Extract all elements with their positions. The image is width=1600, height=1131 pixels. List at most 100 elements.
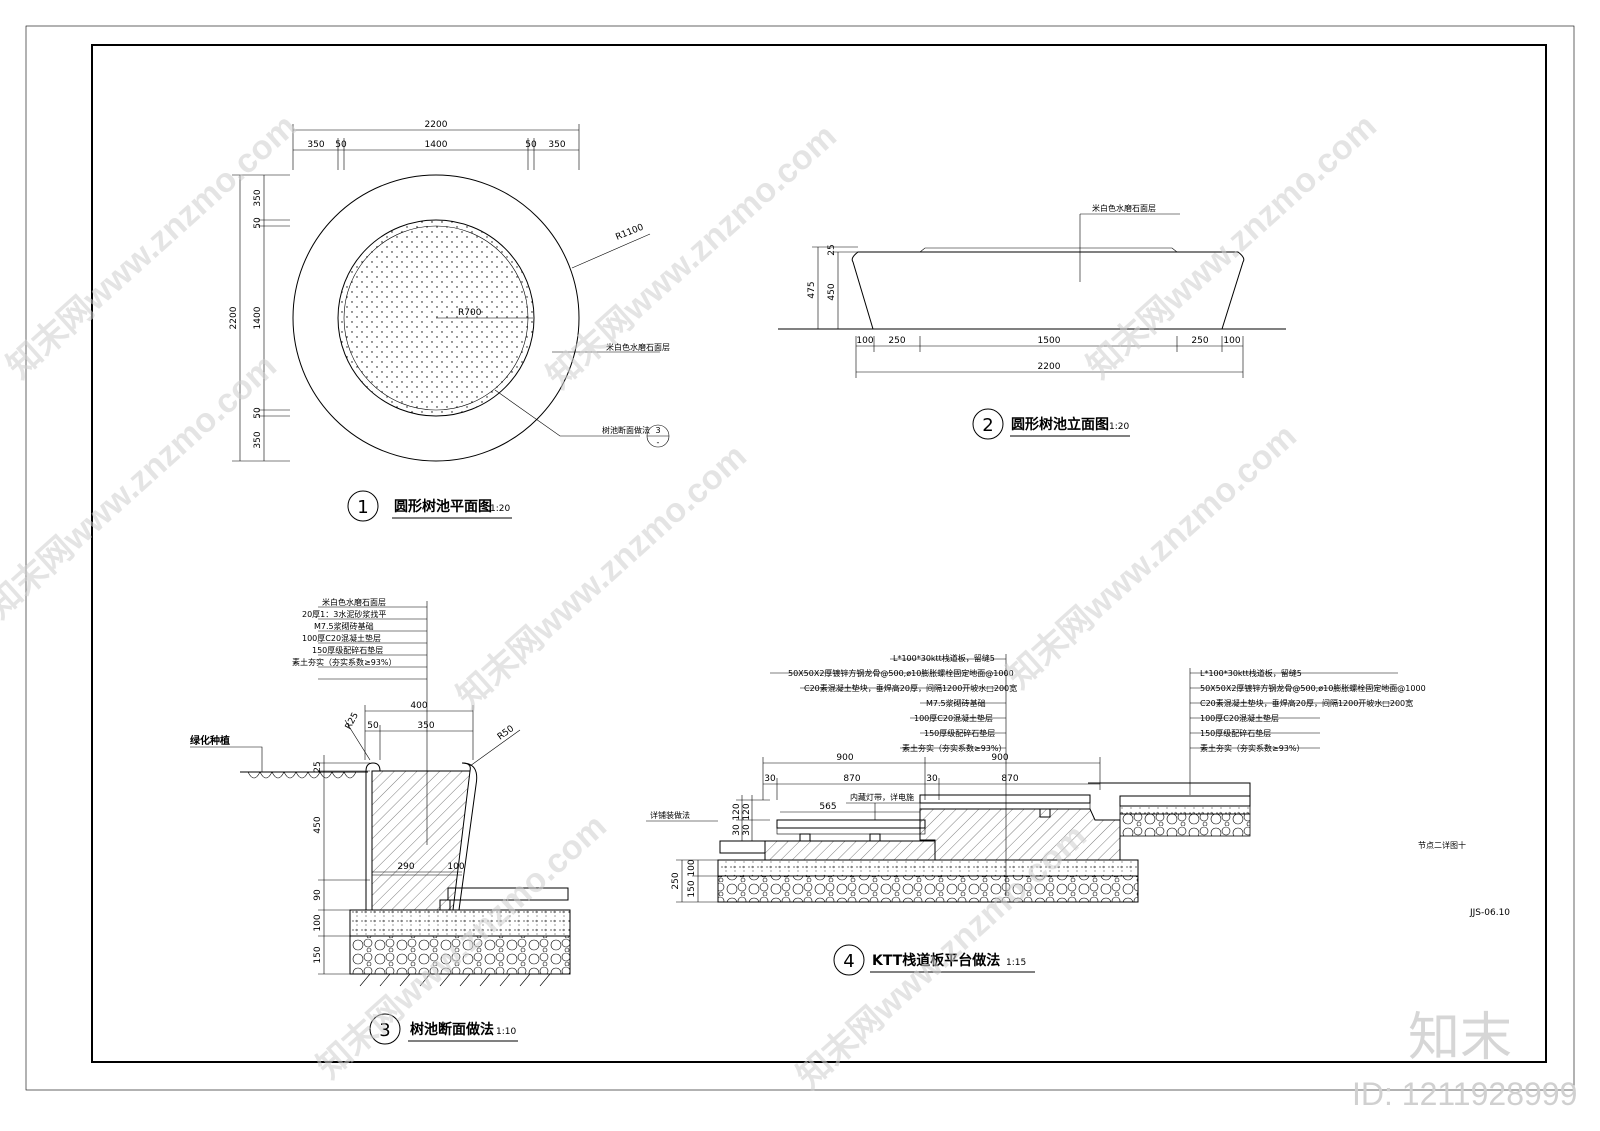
- ktt-gravel-layer: [717, 875, 1139, 903]
- plan-dim-left-5: 350: [253, 431, 263, 448]
- section-dim-350: 350: [417, 721, 434, 731]
- plan-dim-left-2: 50: [253, 217, 263, 229]
- section-title: 树池断面做法: [410, 1021, 494, 1038]
- ktt-dim-l3: 120: [742, 803, 752, 820]
- section-dim-90: 90: [313, 889, 323, 901]
- elevation-title: 圆形树池立面图: [1011, 416, 1109, 433]
- section-dim-450: 450: [313, 816, 323, 833]
- plan-dim-left-3: 1400: [253, 306, 263, 329]
- ktt-scale: 1:15: [1006, 958, 1026, 968]
- plan-dim-top-1: 350: [307, 140, 324, 150]
- section-layer-6: 素土夯实（夯实系数≥93%）: [292, 657, 396, 667]
- section-view: 米白色水磨石面层 20厚1：3水泥砂浆找平 M7.5浆砌砖基础 100厚C20混…: [190, 597, 571, 1045]
- ktt-right-layer-5: 150厚级配碎石垫层: [1200, 728, 1271, 738]
- ktt-light-note: 内藏灯带，详电施: [850, 792, 914, 802]
- section-layer-4: 100厚C20混凝土垫层: [302, 633, 381, 643]
- section-dim-r50: R50: [496, 724, 516, 743]
- section-layer-notes: 米白色水磨石面层 20厚1：3水泥砂浆找平 M7.5浆砌砖基础 100厚C20混…: [292, 597, 427, 680]
- plan-dim-top-4: 50: [525, 140, 537, 150]
- ktt-title: KTT栈道板平台做法: [872, 952, 1000, 969]
- plan-section-ref-sheet: -: [657, 438, 660, 447]
- section-dim-100b: 100: [447, 862, 464, 872]
- plan-inner-radius: R700: [458, 308, 482, 318]
- ktt-dim-30b: 30: [926, 774, 938, 784]
- plan-dim-top-2: 50: [335, 140, 347, 150]
- section-dim-100: 100: [313, 914, 323, 931]
- elevation-view: 米白色水磨石面层 475 450 25 100 250 1500 250 100…: [778, 203, 1286, 440]
- ktt-dim-l2: 30: [732, 824, 742, 836]
- section-dim-25: 25: [313, 761, 323, 772]
- ktt-number: 4: [843, 951, 854, 972]
- elevation-dim-h3: 25: [827, 244, 837, 255]
- elevation-dim-total: 2200: [1038, 362, 1061, 372]
- elevation-body: [851, 251, 1245, 330]
- ktt-dim-30a: 30: [764, 774, 776, 784]
- elevation-dim-b4: 250: [1191, 336, 1208, 346]
- plan-title: 圆形树池平面图: [394, 498, 492, 515]
- section-layer-5: 150厚级配碎石垫层: [312, 645, 383, 655]
- ktt-dim-870b: 870: [1001, 774, 1018, 784]
- ktt-paving-note: 详铺装做法: [650, 810, 690, 820]
- section-number: 3: [379, 1020, 390, 1041]
- plan-section-ref-note: 树池断面做法: [602, 425, 650, 435]
- watermark-id: ID: 1211928999: [1352, 1076, 1577, 1112]
- section-gravel-layer: [349, 935, 571, 975]
- plan-section-ref-number: 3: [655, 426, 660, 435]
- section-dim-r25: R25: [344, 711, 361, 731]
- plan-dim-top-total: 2200: [425, 120, 448, 130]
- elevation-dim-b3: 1500: [1038, 336, 1061, 346]
- ktt-left-layer-3: C20素混凝土垫块，垂焊高20厚，间隔1200开坡水□200宽: [804, 683, 1017, 693]
- section-dim-50: 50: [367, 721, 379, 731]
- ktt-right-layer-2: 50X50X2厚镀锌方钢龙骨@500,ø10膨胀螺栓固定地面@1000: [1200, 683, 1426, 693]
- plan-number: 1: [357, 497, 368, 518]
- ktt-dim-900b: 900: [991, 753, 1008, 763]
- elevation-dim-h1: 475: [807, 281, 817, 298]
- ktt-right-layer-1: L*100*30ktt栈道板，留缝5: [1200, 668, 1302, 678]
- section-dim-150: 150: [313, 946, 323, 963]
- ktt-dim-100: 100: [687, 859, 697, 876]
- ktt-right-notes: L*100*30ktt栈道板，留缝5 50X50X2厚镀锌方钢龙骨@500,ø1…: [1190, 668, 1426, 753]
- plan-outer-radius: R1100: [614, 222, 645, 242]
- plan-dim-top-3: 1400: [425, 140, 448, 150]
- ktt-dim-870a: 870: [843, 774, 860, 784]
- ktt-left-notes: L*100*30ktt栈道板，留缝5 50X50X2厚镀锌方钢龙骨@500,ø1…: [770, 653, 1017, 753]
- ktt-dim-l4: 30: [742, 824, 752, 836]
- sheet-code: JJS-06.10: [1469, 908, 1510, 918]
- plan-dim-left-4: 50: [253, 407, 263, 419]
- plan-dim-left-total: 2200: [229, 306, 239, 329]
- elevation-number: 2: [982, 415, 993, 436]
- sheet-note: 节点二详图十: [1418, 840, 1466, 850]
- ktt-dim-250: 250: [671, 872, 681, 889]
- ktt-left-layer-1: L*100*30ktt栈道板，留缝5: [893, 653, 995, 663]
- watermark-text-2: 知末网www.znzmo.com: [540, 117, 844, 396]
- section-dim-400: 400: [410, 701, 427, 711]
- section-planting-label: 绿化种植: [190, 734, 230, 747]
- ktt-left-layer-7: 素土夯实（夯实系数≥93%）: [902, 743, 1006, 753]
- ktt-brick-base: [919, 808, 1121, 861]
- section-layer-2: 20厚1：3水泥砂浆找平: [302, 609, 386, 619]
- ktt-right-layer-4: 100厚C20混凝土垫层: [1200, 713, 1279, 723]
- elevation-dim-b5: 100: [1223, 336, 1240, 346]
- ktt-left-layer-4: M7.5浆砌砖基础: [926, 698, 986, 708]
- ktt-dim-565: 565: [819, 802, 836, 812]
- inner-frame: [91, 44, 1547, 1063]
- section-dim-290: 290: [397, 862, 414, 872]
- ktt-right-layer-3: C20素混凝土垫块，垂焊高20厚，间隔1200开坡水□200宽: [1200, 698, 1413, 708]
- section-concrete-layer: [349, 909, 571, 937]
- elevation-dim-b2: 250: [888, 336, 905, 346]
- ktt-left-layer-6: 150厚级配碎石垫层: [924, 728, 995, 738]
- ktt-dim-900a: 900: [836, 753, 853, 763]
- section-layer-3: M7.5浆砌砖基础: [314, 621, 374, 631]
- ktt-right-layer-6: 素土夯实（夯实系数≥93%）: [1200, 743, 1304, 753]
- elevation-dim-b1: 100: [856, 336, 873, 346]
- elevation-dim-h2: 450: [827, 283, 837, 300]
- watermark-text-6: 知末网www.znzmo.com: [1000, 417, 1304, 696]
- watermark-text-5: 知末网www.znzmo.com: [450, 437, 754, 716]
- ktt-dim-150: 150: [687, 880, 697, 897]
- ktt-left-layer-5: 100厚C20混凝土垫层: [914, 713, 993, 723]
- plan-material-note: 米白色水磨石面层: [606, 342, 670, 352]
- watermark-text-4: 知末网www.znzmo.com: [0, 347, 284, 626]
- plan-view: 2200 350 50 1400 50 350 2200 350 50 1400…: [229, 120, 670, 522]
- section-wall: [371, 770, 471, 911]
